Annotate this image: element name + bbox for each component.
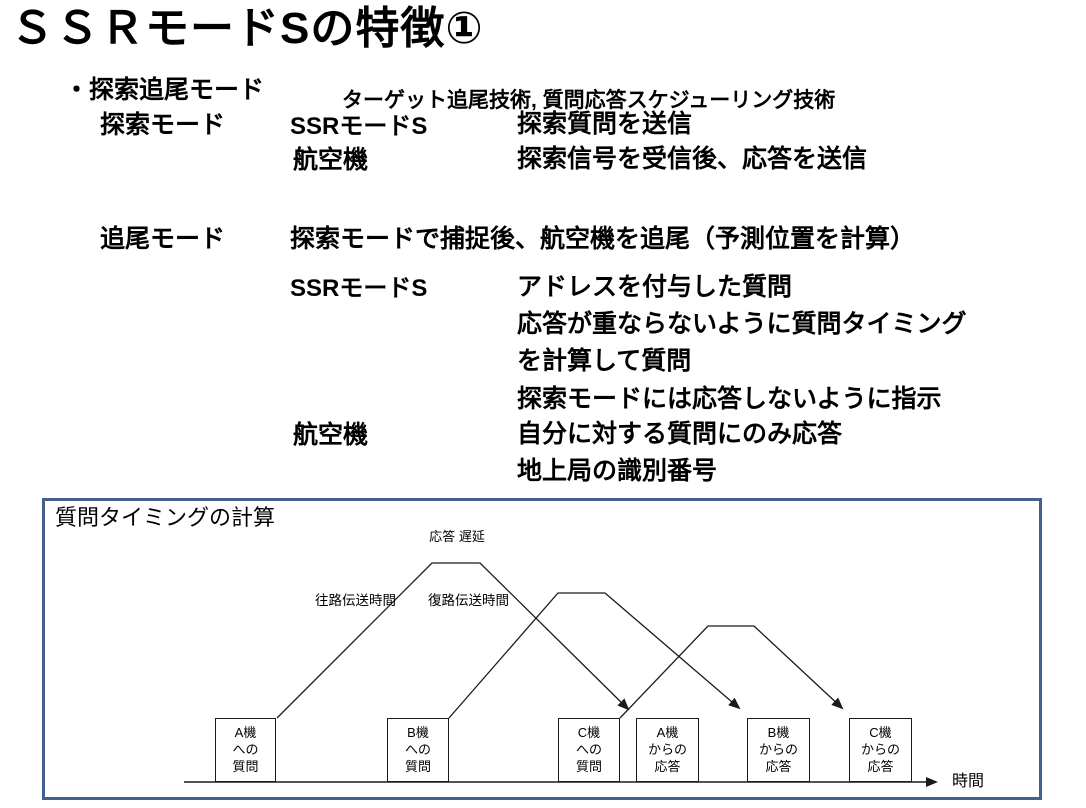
box-reply-b: B機 からの 応答 xyxy=(747,718,810,782)
return-time-label: 復路伝送時間 xyxy=(428,593,509,608)
slide-title: ＳＳＲモードSの特徴① xyxy=(10,4,484,53)
track-aircraft-desc-1: 自分に対する質問にのみ応答 xyxy=(517,420,843,448)
box-line: 応答 xyxy=(867,759,894,774)
track-ssr-desc-2: 応答が重ならないように質問タイミング xyxy=(517,310,967,338)
box-question-c: C機 への 質問 xyxy=(558,718,620,782)
box-line: B機 xyxy=(767,725,790,740)
box-line: 応答 xyxy=(654,759,681,774)
box-line: C機 xyxy=(869,725,892,740)
box-line: への xyxy=(404,742,431,757)
track-mode-label: 追尾モード xyxy=(100,225,226,253)
track-ssr-desc-4: 探索モードには応答しないように指示 xyxy=(517,385,942,413)
box-line: A機 xyxy=(234,725,257,740)
box-line: からの xyxy=(758,742,798,757)
box-line: 質問 xyxy=(575,759,602,774)
box-line: C機 xyxy=(577,725,601,740)
track-mode-summary: 探索モードで捕捉後、航空機を追尾（予測位置を計算） xyxy=(290,225,916,253)
track-ssr-actor: SSRモードS xyxy=(290,275,428,302)
box-line: からの xyxy=(647,742,687,757)
search-track-heading: ・探索追尾モード xyxy=(64,76,265,104)
box-line: への xyxy=(575,742,602,757)
box-line: 質問 xyxy=(404,759,431,774)
box-line: 質問 xyxy=(232,759,259,774)
box-line: からの xyxy=(860,742,900,757)
timing-diagram-frame xyxy=(42,498,1042,800)
track-aircraft-desc-2: 地上局の識別番号 xyxy=(517,457,718,485)
technology-note: ターゲット追尾技術, 質問応答スケジューリング技術 xyxy=(342,89,836,112)
track-ssr-desc-3: を計算して質問 xyxy=(517,347,692,375)
search-ssr-actor: SSRモードS xyxy=(290,113,428,140)
search-ssr-desc: 探索質問を送信 xyxy=(517,110,693,138)
box-line: B機 xyxy=(407,725,429,740)
box-line: への xyxy=(232,742,259,757)
time-axis-label: 時間 xyxy=(952,773,985,790)
response-delay-line2: 遅延 xyxy=(458,529,485,544)
box-reply-a: A機 からの 応答 xyxy=(636,718,699,782)
box-line: A機 xyxy=(656,725,679,740)
box-question-a: A機 への 質問 xyxy=(215,718,276,782)
response-delay-label: 応答 遅延 xyxy=(427,529,487,544)
response-delay-line1: 応答 xyxy=(429,529,456,544)
diagram-title: 質問タイミングの計算 xyxy=(55,505,276,530)
box-line: 応答 xyxy=(765,759,792,774)
search-mode-label: 探索モード xyxy=(100,111,226,139)
track-aircraft-actor: 航空機 xyxy=(293,421,369,449)
box-question-b: B機 への 質問 xyxy=(387,718,449,782)
track-ssr-desc-1: アドレスを付与した質問 xyxy=(517,273,793,301)
search-aircraft-actor: 航空機 xyxy=(293,146,369,174)
outbound-time-label: 往路伝送時間 xyxy=(315,593,396,608)
box-reply-c: C機 からの 応答 xyxy=(849,718,912,782)
search-aircraft-desc: 探索信号を受信後、応答を送信 xyxy=(517,145,868,173)
